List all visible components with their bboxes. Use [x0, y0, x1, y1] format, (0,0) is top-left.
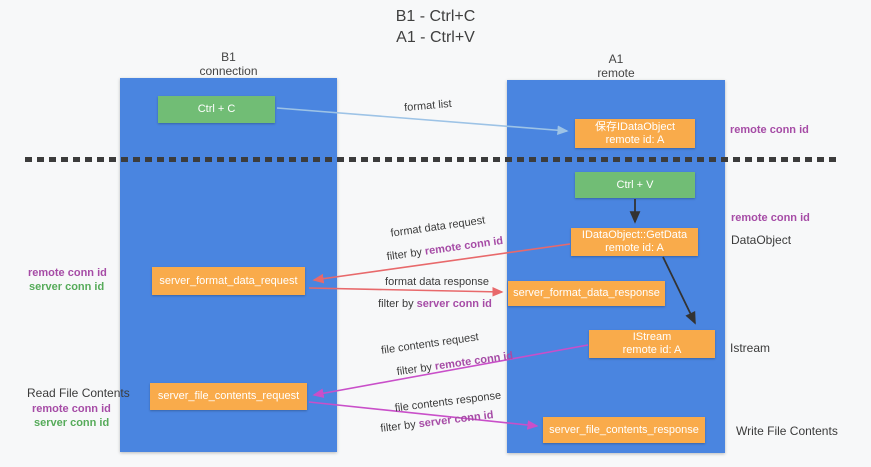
diagram-title: B1 - Ctrl+C A1 - Ctrl+V: [0, 6, 871, 48]
annotation-left-server-conn-id-1: server conn id: [29, 281, 105, 293]
label-format-data-response: format data response: [385, 276, 489, 288]
node-format-request-label: server_format_data_request: [159, 274, 298, 287]
annotation-istream: Istream: [730, 341, 771, 355]
node-saved-idataobject: 保存IDataObject remote id: A: [575, 119, 695, 148]
annotation-left-remote-conn-id-2: remote conn id: [32, 403, 111, 415]
node-format-response-label: server_format_data_response: [513, 287, 660, 299]
annotation-remote-conn-id-top: remote conn id: [730, 124, 809, 136]
label-format-list: format list: [403, 97, 453, 115]
node-server-file-contents-response: server_file_contents_response: [543, 417, 705, 443]
node-saved-idataobject-line1: 保存IDataObject: [594, 120, 676, 133]
node-file-response-label: server_file_contents_response: [549, 423, 699, 436]
copy-paste-separator-line: [25, 157, 836, 162]
node-saved-idataobject-line2: remote id: A: [605, 133, 665, 146]
node-istream-line2: remote id: A: [622, 344, 682, 356]
node-getdata-line2: remote id: A: [605, 242, 664, 254]
label-filter-by-server-1: filter by server conn id: [378, 298, 492, 310]
left-column-header: B1 connection: [120, 50, 337, 78]
annotation-write-file-contents: Write File Contents: [736, 424, 838, 438]
annotation-left-server-conn-id-2: server conn id: [34, 417, 110, 429]
annotation-remote-conn-id-mid: remote conn id: [731, 212, 810, 224]
right-column-header: A1 remote: [507, 52, 725, 80]
node-istream: IStream remote id: A: [589, 330, 715, 358]
node-server-format-data-response: server_format_data_response: [508, 281, 665, 306]
left-column-name: B1: [221, 50, 236, 64]
node-ctrl-v: Ctrl + V: [575, 172, 695, 198]
left-column-role: connection: [199, 64, 258, 78]
right-column-name: A1: [608, 52, 624, 66]
node-server-format-data-request: server_format_data_request: [152, 267, 305, 295]
node-getdata-line1: IDataObject::GetData: [581, 229, 688, 241]
node-idataobject-getdata: IDataObject::GetData remote id: A: [571, 228, 698, 256]
title-line-2: A1 - Ctrl+V: [396, 29, 475, 46]
node-server-file-contents-request: server_file_contents_request: [150, 383, 307, 410]
right-column-role: remote: [597, 66, 635, 80]
node-file-request-label: server_file_contents_request: [157, 390, 300, 402]
title-line-1: B1 - Ctrl+C: [395, 8, 476, 25]
node-ctrl-c-label: Ctrl + C: [197, 103, 236, 115]
node-ctrl-v-label: Ctrl + V: [616, 178, 654, 191]
node-ctrl-c: Ctrl + C: [158, 96, 275, 123]
node-istream-line1: IStream: [632, 331, 672, 343]
annotation-left-remote-conn-id-1: remote conn id: [28, 267, 107, 279]
annotation-read-file-contents: Read File Contents: [27, 386, 130, 400]
annotation-dataobject: DataObject: [731, 233, 792, 247]
